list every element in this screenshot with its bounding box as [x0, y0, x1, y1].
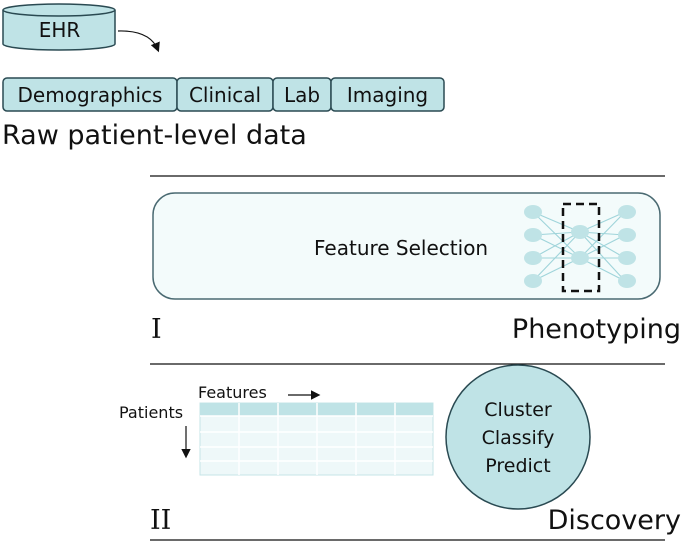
analysis-circle	[445, 364, 591, 510]
category-label-imaging: Imaging	[346, 83, 429, 107]
features-label: Features	[198, 383, 267, 402]
neural-network-icon	[524, 202, 636, 293]
feature-selection-panel	[152, 192, 661, 300]
analysis-item-cluster: Cluster	[484, 399, 552, 421]
category-label-demographics: Demographics	[17, 83, 163, 107]
stage2-numeral: II	[150, 505, 172, 536]
analysis-item-predict: Predict	[485, 455, 551, 477]
selection-dashed-box	[561, 202, 601, 293]
patients-label: Patients	[119, 403, 184, 422]
stage2-label: Discovery	[547, 505, 681, 536]
category-box-imaging	[330, 77, 445, 112]
feature-selection-label: Feature Selection	[314, 236, 489, 260]
stage1-numeral: I	[151, 314, 162, 345]
ehr-database-icon	[2, 3, 116, 51]
ehr-label: EHR	[38, 18, 81, 42]
analysis-item-classify: Classify	[481, 427, 555, 449]
category-boxes	[2, 77, 445, 112]
category-label-lab: Lab	[283, 83, 321, 107]
raw-data-title: Raw patient-level data	[2, 120, 307, 151]
ehr-arrow	[117, 30, 160, 53]
stage1-label: Phenotyping	[511, 314, 681, 345]
category-label-clinical: Clinical	[188, 83, 262, 107]
patient-feature-matrix	[199, 402, 434, 476]
